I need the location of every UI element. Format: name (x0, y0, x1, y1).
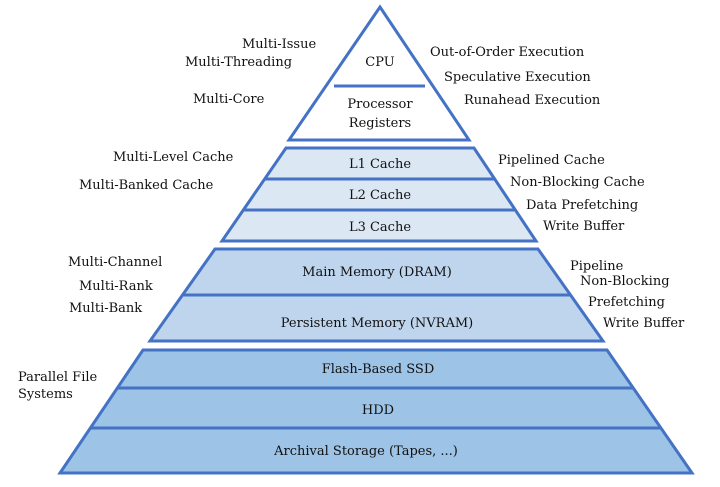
left-label-multi-core: Multi-Core (193, 92, 265, 107)
processor-registers-label-1: Processor (347, 97, 413, 112)
memory-tier: Main Memory (DRAM) Persistent Memory (NV… (147, 247, 606, 343)
cache-trapezoid (219, 146, 539, 243)
left-label-multi-level-cache: Multi-Level Cache (113, 150, 234, 165)
right-label-non-blocking: Non-Blocking (580, 274, 670, 289)
storage-tier: Flash-Based SSD HDD Archival Storage (Ta… (57, 348, 695, 475)
l2-cache-label: L2 Cache (349, 188, 411, 203)
cpu-tier: CPU Processor Registers (286, 4, 472, 142)
right-label-write-buffer-cache: Write Buffer (543, 219, 625, 234)
cpu-label: CPU (365, 55, 394, 70)
l3-cache-label: L3 Cache (349, 220, 411, 235)
cache-tier: L1 Cache L2 Cache L3 Cache (219, 146, 539, 243)
persistent-memory-label: Persistent Memory (NVRAM) (281, 316, 473, 331)
main-memory-label: Main Memory (DRAM) (302, 265, 452, 280)
storage-trapezoid (57, 348, 695, 475)
left-label-multi-channel: Multi-Channel (68, 255, 163, 270)
left-label-parallel-file: Parallel File (18, 370, 98, 385)
left-label-multi-threading: Multi-Threading (185, 55, 293, 70)
left-label-multi-issue: Multi-Issue (242, 37, 317, 52)
left-label-multi-banked-cache: Multi-Banked Cache (79, 178, 214, 193)
left-label-multi-bank: Multi-Bank (69, 301, 143, 316)
right-label-prefetching: Prefetching (588, 295, 665, 310)
flash-ssd-label: Flash-Based SSD (322, 362, 435, 377)
cpu-triangle (286, 4, 472, 142)
hdd-label: HDD (362, 403, 394, 418)
right-label-pipeline: Pipeline (570, 259, 624, 274)
right-label-out-of-order: Out-of-Order Execution (430, 45, 585, 60)
right-label-write-buffer-memory: Write Buffer (603, 316, 685, 331)
right-label-speculative: Speculative Execution (444, 70, 591, 85)
left-label-multi-rank: Multi-Rank (79, 279, 153, 294)
left-label-systems: Systems (18, 387, 73, 402)
right-label-pipelined-cache: Pipelined Cache (498, 153, 605, 168)
right-label-runahead: Runahead Execution (464, 93, 601, 108)
right-label-data-prefetching: Data Prefetching (526, 198, 639, 213)
archival-storage-label: Archival Storage (Tapes, ...) (273, 444, 458, 459)
processor-registers-label-2: Registers (349, 116, 411, 131)
l1-cache-label: L1 Cache (349, 157, 411, 172)
right-label-non-blocking-cache: Non-Blocking Cache (510, 175, 645, 190)
